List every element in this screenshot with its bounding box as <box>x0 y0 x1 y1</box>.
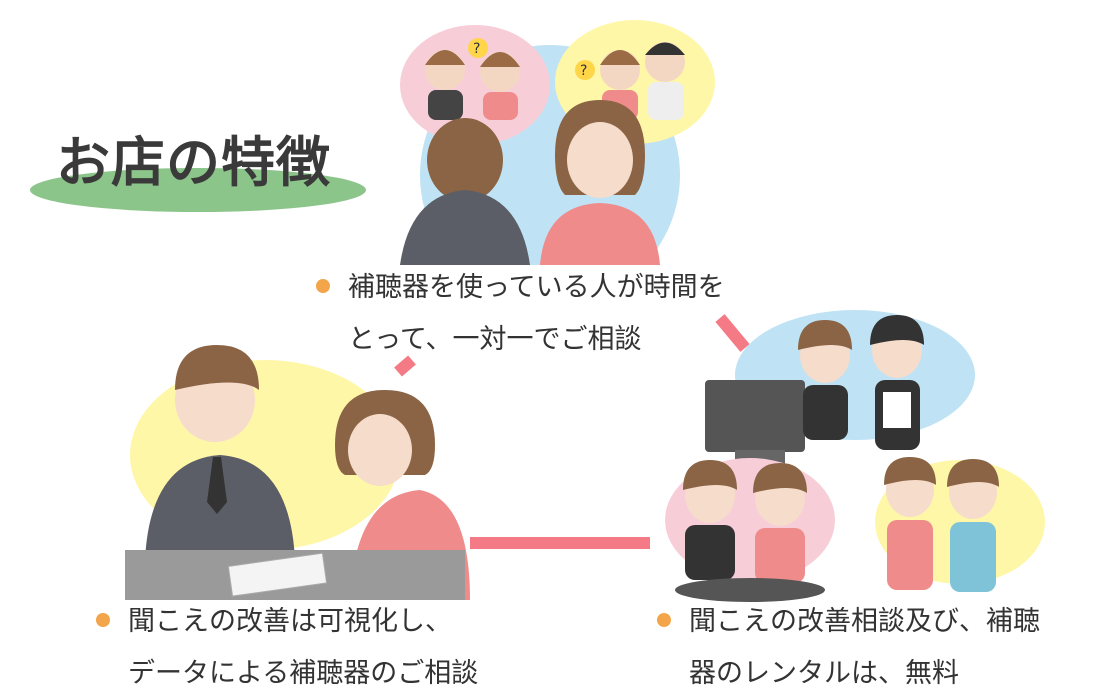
staff-man-figure <box>145 345 295 560</box>
cafe-friends-figure <box>675 460 825 602</box>
customer-woman-figure <box>335 390 470 600</box>
feature-1-text-1: 補聴器を使っている人が時間を <box>348 272 725 303</box>
feature-3: 聞こえの改善相談及び、補聴 器のレンタルは、無料 <box>657 596 1040 700</box>
illustration-rental-free <box>665 310 1045 602</box>
svg-text:?: ? <box>473 41 480 57</box>
feature-1-text-2: とって、一対一でご相談 <box>348 324 642 355</box>
feature-3-text-2: 器のレンタルは、無料 <box>689 658 959 689</box>
feature-2: 聞こえの改善は可視化し、 データによる補聴器のご相談 <box>96 596 478 700</box>
illustration-consultation: ? ? <box>400 20 715 265</box>
woman-figure <box>540 100 660 265</box>
office-woman-figure <box>798 320 852 440</box>
office-man-figure <box>870 315 924 450</box>
people-in-bubble-left: ? <box>425 38 520 120</box>
feature-1: 補聴器を使っている人が時間を とって、一対一でご相談 <box>316 262 725 366</box>
bullet-icon <box>316 278 330 293</box>
feature-1-line1: 補聴器を使っている人が時間を <box>316 262 725 314</box>
bullet-icon <box>96 612 110 627</box>
title-underline <box>30 168 366 212</box>
walking-friends-figure <box>884 457 999 592</box>
feature-2-line1: 聞こえの改善は可視化し、 <box>96 596 478 648</box>
computer-monitor <box>705 380 805 468</box>
feature-2-text-2: データによる補聴器のご相談 <box>128 658 479 689</box>
feature-2-text-1: 聞こえの改善は可視化し、 <box>128 606 452 637</box>
feature-3-text-1: 聞こえの改善相談及び、補聴 <box>689 606 1040 637</box>
svg-text:?: ? <box>580 63 587 79</box>
connector-top-right <box>715 314 750 352</box>
feature-3-line1: 聞こえの改善相談及び、補聴 <box>657 596 1040 648</box>
bullet-icon <box>657 612 671 627</box>
title-badge <box>28 108 368 218</box>
hearing-data-sheet <box>227 552 328 597</box>
page-title: お店の特徴 <box>56 131 331 194</box>
connector-top-left <box>394 355 416 377</box>
illustration-counter-consultation <box>125 345 470 600</box>
man-back-figure <box>400 118 530 265</box>
